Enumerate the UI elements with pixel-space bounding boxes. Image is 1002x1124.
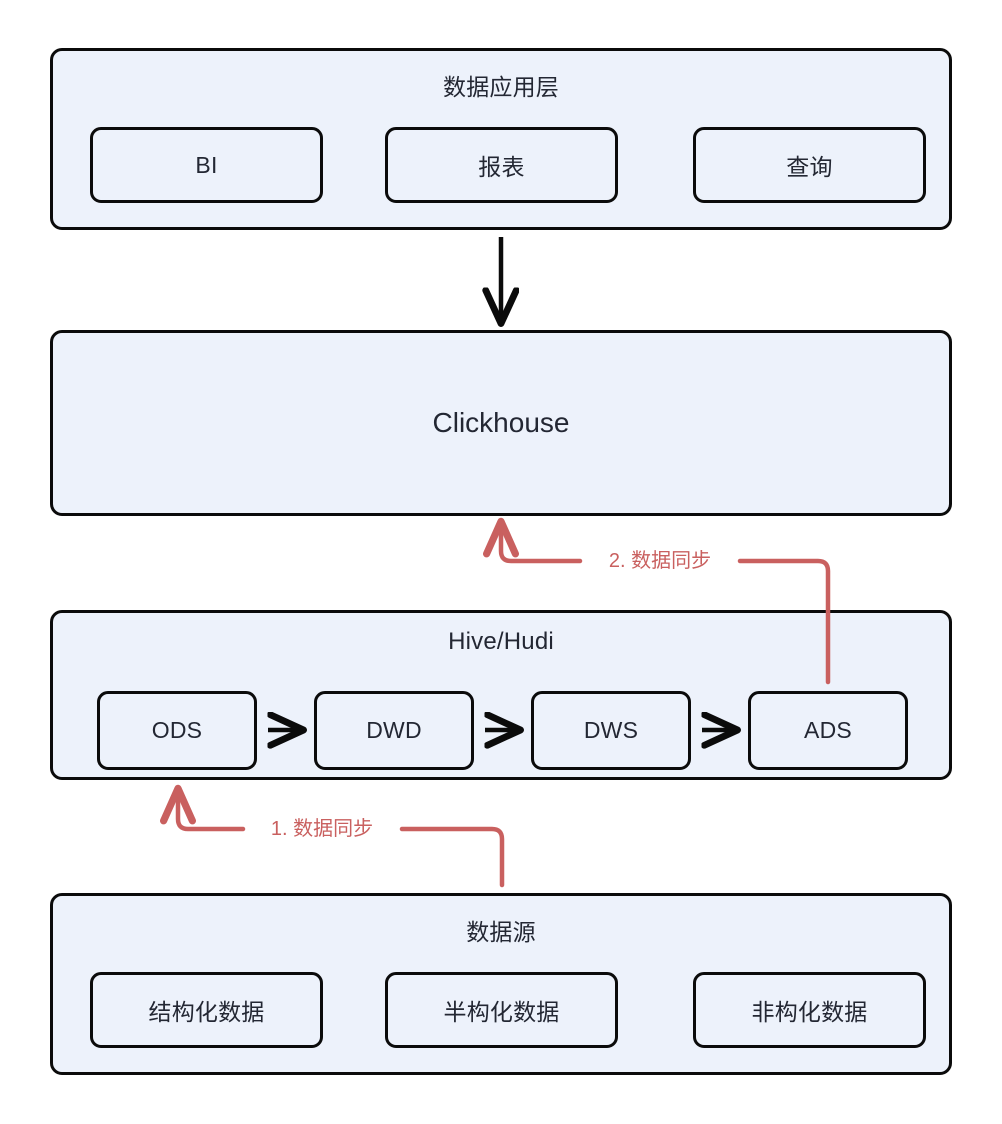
node-dwd-label: DWD: [366, 717, 422, 743]
node-dws-label: DWS: [583, 717, 639, 743]
layer-clickhouse[interactable]: [50, 330, 952, 516]
node-query[interactable]: 查询: [693, 127, 926, 203]
node-bi[interactable]: BI: [90, 127, 323, 203]
node-unstructured-data-label: 非构化数据: [751, 999, 868, 1025]
node-ods[interactable]: ODS: [97, 691, 257, 770]
node-semi-structured-data[interactable]: 半构化数据: [385, 972, 618, 1048]
node-semi-structured-data-label: 半构化数据: [443, 999, 560, 1025]
node-ads[interactable]: ADS: [748, 691, 908, 770]
node-query-label: 查询: [786, 154, 833, 180]
layer-title-clickhouse: Clickhouse: [432, 407, 570, 438]
node-dws[interactable]: DWS: [531, 691, 691, 770]
layer-title-hive-hudi: Hive/Hudi: [448, 628, 554, 655]
node-report-label: 报表: [478, 154, 525, 180]
node-ods-label: ODS: [151, 717, 203, 743]
flow-label-sync-1: 1. 数据同步: [270, 818, 374, 840]
node-ads-label: ADS: [804, 717, 852, 743]
node-dwd[interactable]: DWD: [314, 691, 474, 770]
layer-title-data-source: 数据源: [466, 919, 536, 945]
node-structured-data-label: 结构化数据: [148, 999, 265, 1025]
node-unstructured-data[interactable]: 非构化数据: [693, 972, 926, 1048]
layer-title-data-application: 数据应用层: [443, 74, 559, 100]
node-structured-data[interactable]: 结构化数据: [90, 972, 323, 1048]
node-report[interactable]: 报表: [385, 127, 618, 203]
node-bi-label: BI: [195, 151, 218, 178]
flow-label-sync-2: 2. 数据同步: [608, 550, 712, 572]
